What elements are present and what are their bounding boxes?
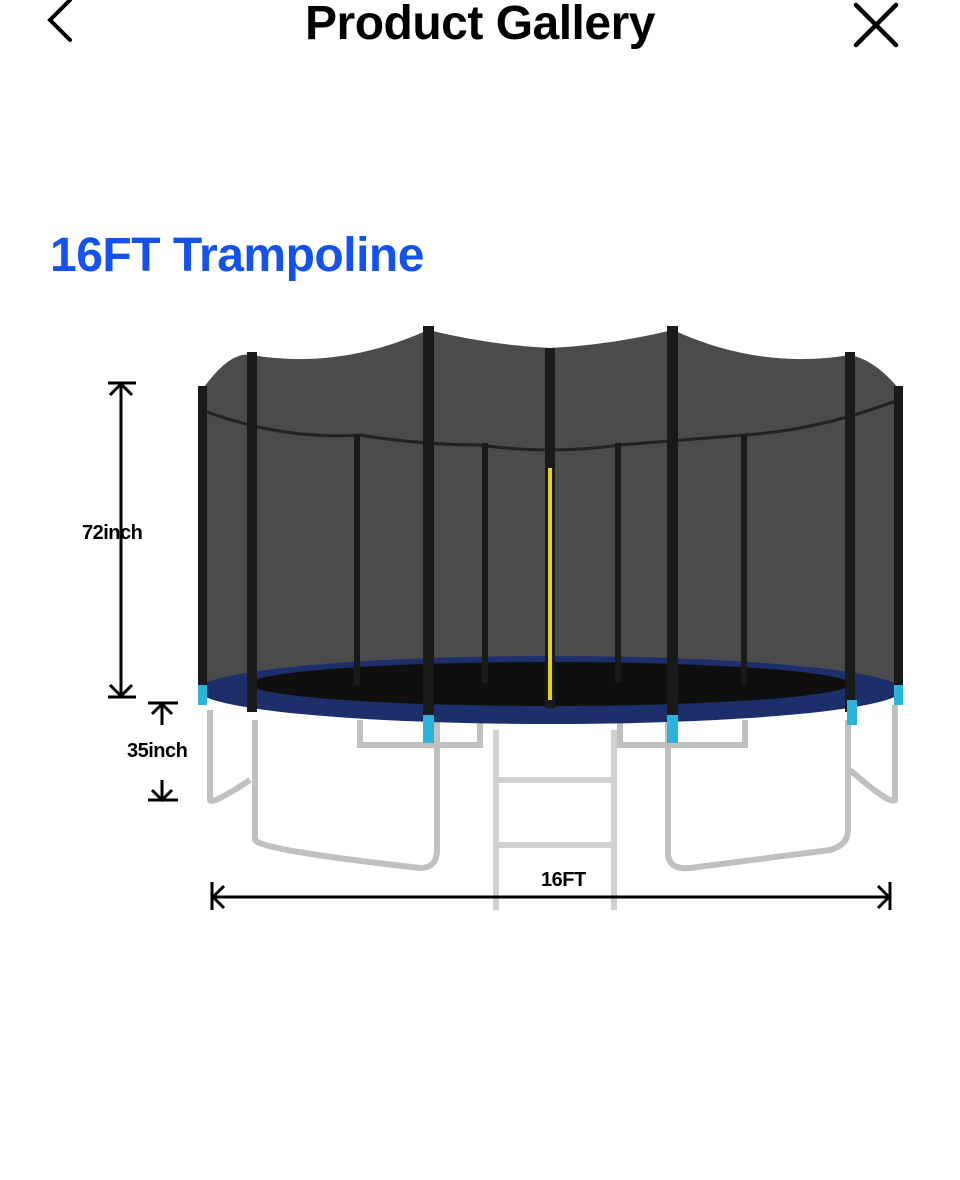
chevron-left-icon [47, 0, 72, 42]
height-label: 72inch [82, 522, 143, 544]
ladder [493, 730, 617, 910]
close-icon [853, 2, 899, 48]
product-heading: 16FT Trampoline [50, 229, 424, 282]
trampoline-illustration [108, 326, 903, 910]
zipper [548, 468, 552, 700]
frame-legs [207, 705, 898, 872]
page-title: Product Gallery [305, 0, 655, 50]
leg-height-label: 35inch [127, 740, 188, 762]
diameter-label: 16FT [541, 869, 586, 891]
dimension-lines [108, 381, 892, 910]
back-button[interactable] [40, 0, 84, 46]
close-button[interactable] [848, 0, 904, 52]
